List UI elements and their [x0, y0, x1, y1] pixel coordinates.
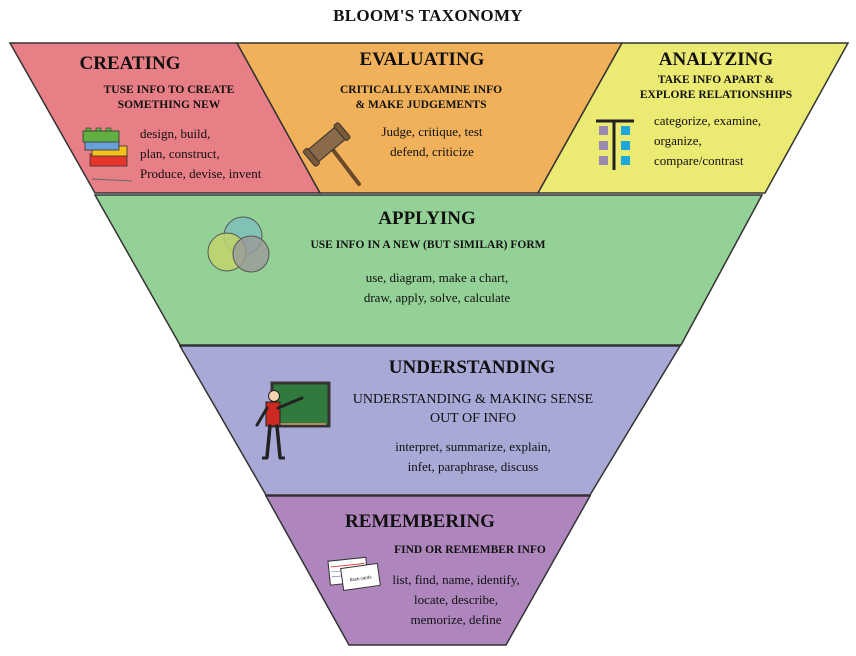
venn-diagram-icon	[207, 216, 270, 273]
analyzing-verbs: categorize, examine, organize, compare/c…	[654, 113, 762, 168]
evaluating-description: CRITICALLY EXAMINE INFO & MAKE JUDGEMENT…	[339, 84, 503, 111]
understanding-heading: UNDERSTANDING	[388, 357, 556, 378]
creating-description: TUSE INFO TO CREATE SOMETHING NEW	[103, 84, 235, 111]
applying-description: USE INFO IN A NEW (BUT SIMILAR) FORM	[310, 239, 546, 251]
page-title: BLOOM'S TAXONOMY	[333, 6, 523, 25]
understanding-description: UNDERSTANDING & MAKING SENSE OUT OF INFO	[352, 392, 594, 426]
remembering-description: FIND OR REMEMBER INFO	[394, 544, 546, 556]
remembering-verbs: list, find, name, identify, locate, desc…	[392, 572, 520, 627]
sorting-chart-icon	[596, 119, 634, 170]
evaluating-verbs: Judge, critique, test defend, criticize	[381, 124, 483, 159]
remembering-section	[264, 495, 592, 646]
remembering-heading: REMEMBERING	[345, 511, 495, 532]
flash-cards-icon: flash cards	[327, 556, 381, 591]
analyzing-heading: ANALYZING	[658, 49, 774, 70]
creating-verbs: design, build, plan, construct, Produce,…	[140, 126, 262, 181]
analyzing-description: TAKE INFO APART & EXPLORE RELATIONSHIPS	[639, 74, 793, 101]
creating-heading: CREATING	[79, 53, 181, 74]
applying-heading: APPLYING	[378, 208, 476, 229]
lego-bricks-icon	[82, 127, 133, 182]
applying-verbs: use, diagram, make a chart, draw, apply,…	[363, 270, 511, 305]
teacher-blackboard-icon	[255, 381, 331, 460]
gavel-icon	[302, 122, 361, 186]
understanding-verbs: interpret, summarize, explain, infet, pa…	[395, 439, 551, 474]
flash-card-text: flash cards	[350, 574, 373, 582]
evaluating-heading: EVALUATING	[359, 49, 485, 70]
